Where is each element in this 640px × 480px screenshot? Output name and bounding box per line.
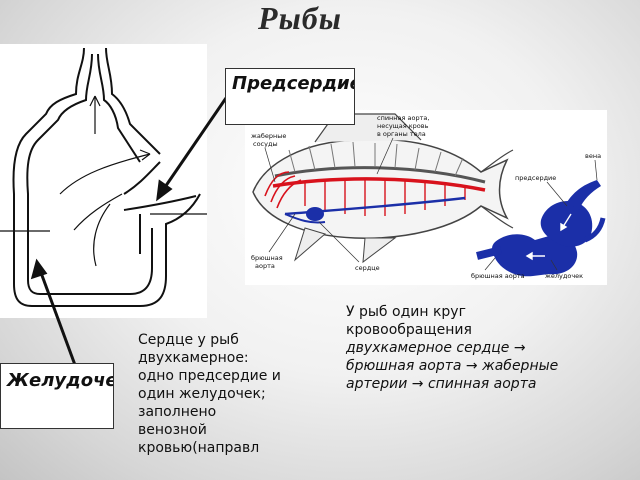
circulation-text: У рыб один круг кровообращения двухкамер… bbox=[346, 303, 566, 393]
ventral-vein bbox=[284, 196, 466, 216]
label-ventral-aorta-1: брюшная bbox=[251, 254, 283, 262]
circulation-path: двухкамерное сердце → брюшная аорта → жа… bbox=[346, 340, 559, 392]
label-ventral-aorta-enlarged: брюшная аорта bbox=[471, 272, 525, 280]
label-spinal-aorta-2: несущая кровь bbox=[377, 122, 429, 130]
label-ventricle: желудочек bbox=[545, 272, 583, 280]
label-spinal-aorta-1: спинная аорта, bbox=[377, 114, 429, 122]
ventricle-label: Желудочек bbox=[0, 363, 114, 429]
label-spinal-aorta-3: в органы тела bbox=[377, 130, 426, 138]
label-vein: вена bbox=[585, 152, 601, 160]
enlarged-heart bbox=[476, 180, 606, 277]
label-gill-vessels-2: сосуды bbox=[253, 140, 278, 148]
label-fish-heart: сердце bbox=[355, 264, 380, 272]
label-atrium: предсердие bbox=[515, 174, 556, 182]
label-gill-vessels-1: жаберные bbox=[251, 132, 286, 140]
fish-circulation-panel: спинная аорта, несущая кровь в органы те… bbox=[245, 110, 607, 285]
fish-heart bbox=[306, 207, 324, 221]
fish-circulation-diagram: спинная аорта, несущая кровь в органы те… bbox=[251, 113, 606, 280]
circulation-intro: У рыб один круг кровообращения bbox=[346, 304, 472, 338]
label-ventral-aorta-2: аорта bbox=[255, 262, 275, 270]
heart-outline-diagram bbox=[0, 47, 207, 307]
heart-description-text: Сердце у рыб двухкамерное: одно предсерд… bbox=[138, 332, 281, 456]
heart-diagram-panel bbox=[0, 44, 207, 318]
page-title: Рыбы bbox=[258, 0, 342, 36]
atrium-label: Предсердие bbox=[225, 68, 355, 125]
